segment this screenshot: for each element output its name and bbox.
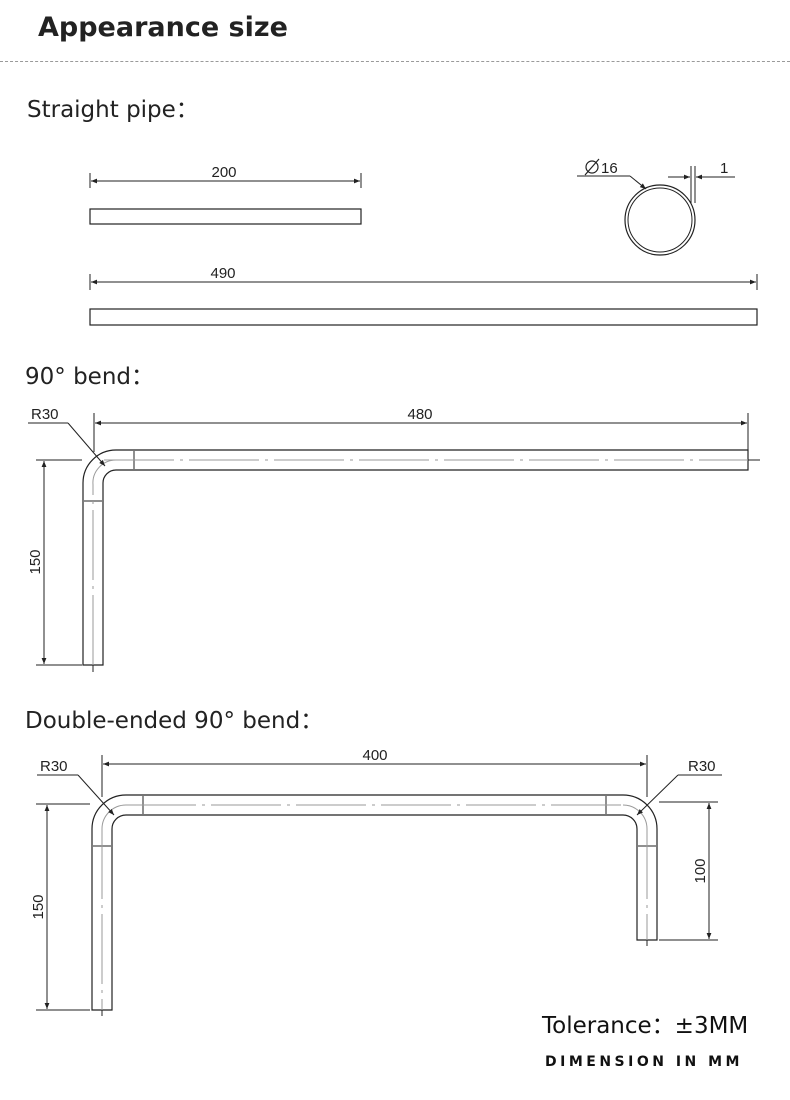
wall-thickness-label: 1 — [720, 160, 728, 177]
heading-straight-pipe: Straight pipe： — [27, 97, 199, 123]
diameter-label: 16 — [601, 160, 618, 177]
diameter-symbol-icon — [584, 158, 600, 176]
radius-label-right: R30 — [688, 758, 716, 775]
radius-label-bend90: R30 — [31, 406, 59, 423]
dimension-label-150-a: 150 — [27, 549, 44, 574]
dimension-label-480: 480 — [407, 406, 432, 423]
pipe-490 — [89, 308, 758, 326]
bend90-dimensions: 480 150 R30 — [27, 406, 749, 666]
title-divider — [0, 61, 790, 62]
heading-double-ended-bend: Double-ended 90° bend： — [25, 708, 324, 734]
dimension-label-100: 100 — [692, 858, 709, 883]
dimension-label-200: 200 — [211, 164, 236, 181]
heading-90-bend: 90° bend： — [25, 364, 155, 390]
pipe-cross-section: 16 1 — [577, 158, 735, 256]
dimension-label-150-b: 150 — [30, 894, 47, 919]
double-bend-pipe — [91, 794, 658, 1016]
dimension-label-400: 400 — [362, 747, 387, 764]
straight-pipe-long: 490 — [89, 265, 758, 326]
dimension-unit-note: DIMENSION IN MM — [545, 1054, 743, 1070]
dimension-label-490: 490 — [210, 265, 235, 282]
radius-label-left: R30 — [40, 758, 68, 775]
page-title: Appearance size — [38, 12, 288, 43]
bend90-pipe — [82, 449, 760, 672]
tolerance-note: Tolerance：±3MM — [542, 1013, 749, 1039]
straight-pipe-short: 200 — [89, 164, 362, 225]
pipe-200 — [89, 208, 362, 225]
double-bend-dimensions: 400 150 100 R30 R30 — [30, 747, 722, 1011]
